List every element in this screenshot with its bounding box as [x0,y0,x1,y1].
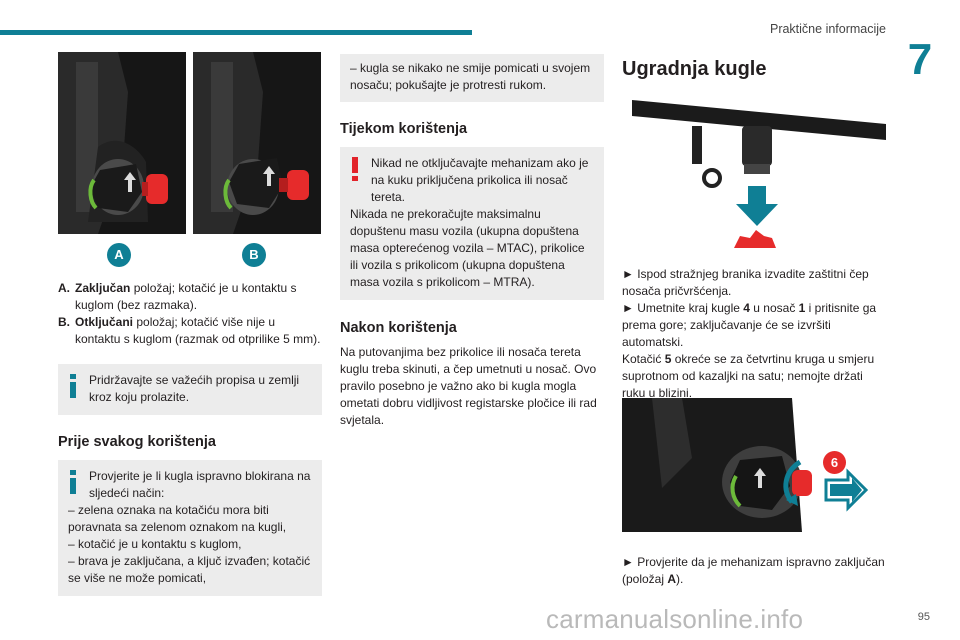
warning-text: Nikad ne otključavajte mehanizam ako je … [371,156,589,204]
step-text: Kotačić [622,352,665,366]
info-icon [68,470,78,499]
step-remove-plug: ► Ispod stražnjeg branika izvadite zašti… [622,267,869,298]
check-item: – brava je zaključana, a ključ izvađen; … [68,554,311,585]
warning-icon [350,157,360,186]
heading-installing-ball: Ugradnja kugle [622,58,767,80]
image-label-a: A [107,243,131,267]
column-left: A. Zaključan položaj; kotačić je u konta… [58,280,322,596]
legend-item-a: A. Zaključan položaj; kotačić je u konta… [58,280,322,314]
check-item: – kotačić je u kontaktu s kuglom, [68,537,242,551]
part-number: 4 [743,301,750,315]
info-icon [68,374,78,403]
step-text: ► Provjerite da je mehanizam ispravno za… [622,555,885,586]
position-key: A [667,572,677,586]
wheel-rotation-photo [622,398,878,532]
check-note-intro: Provjerite je li kugla ispravno blokiran… [89,469,311,500]
step-text: ). [676,572,684,586]
step-text: i pritisnite ga prema gore; zaključavanj… [622,301,877,349]
legend-text: položaj; kotačić više nije u kontaktu s … [75,315,321,346]
check-note-continued: – kugla se nikako ne smije pomicati u sv… [340,54,604,102]
tow-bar-mount-illustration [622,96,886,266]
after-use-text: Na putovanjima bez prikolice ili nosača … [340,345,597,427]
step-wheel-turn: Kotačić 5 okreće se za četvrtinu kruga u… [622,351,886,402]
check-item: – zelena oznaka na kotačiću mora biti po… [68,503,287,534]
warning-note: Nikad ne otključavajte mehanizam ako je … [340,147,604,300]
heading-during-use: Tijekom korištenja [340,121,468,137]
step-text: ► Umetnite kraj kugle [622,301,744,315]
column-middle: – kugla se nikako ne smije pomicati u sv… [340,54,604,429]
warning-text: Nikada ne prekoračujte maksimalnu dopušt… [350,207,585,289]
heading-before-use: Prije svakog korištenja [58,434,216,450]
image-label-6: 6 [823,451,846,474]
header-accent-bar [0,30,472,35]
part-number: 5 [664,352,672,366]
verify-step: ► Provjerite da je mehanizam ispravno za… [622,554,886,588]
legend-key: B. [58,315,70,329]
check-item: – kugla se nikako ne smije pomicati u sv… [350,61,591,92]
legend-term: Otključani [75,315,134,329]
tow-ball-locked-photo [58,52,186,234]
info-note-check: Provjerite je li kugla ispravno blokiran… [58,460,322,596]
section-title: Praktične informacije [769,22,886,36]
info-note-text: Pridržavajte se važećih propisa u zemlji… [89,373,300,404]
step-text: okreće se za četvrtinu kruga u smjeru su… [622,352,875,400]
tow-ball-unlocked-photo [193,52,321,234]
heading-after-use: Nakon korištenja [340,320,457,336]
step-verify-locked: ► Provjerite da je mehanizam ispravno za… [622,554,886,588]
legend-item-b: B. Otključani položaj; kotačić više nije… [58,314,322,348]
step-text: u nosač [749,301,799,315]
legend-term: Zaključan [75,281,131,295]
installation-steps: ► Ispod stražnjeg branika izvadite zašti… [622,266,886,402]
step-insert-ball: ► Umetnite kraj kugle 4 u nosač 1 i prit… [622,300,886,351]
watermark: carmanualsonline.info [546,604,804,634]
chapter-number: 7 [907,35,933,84]
part-number: 1 [798,301,806,315]
info-note-regulations: Pridržavajte se važećih propisa u zemlji… [58,364,322,415]
legend-key: A. [58,281,70,295]
page-number: 95 [917,611,930,623]
legend-text: položaj; kotačić je u kontaktu s kuglom … [75,281,297,312]
column-right: Ugradnja kugle [622,58,886,81]
image-label-b: B [242,243,266,267]
